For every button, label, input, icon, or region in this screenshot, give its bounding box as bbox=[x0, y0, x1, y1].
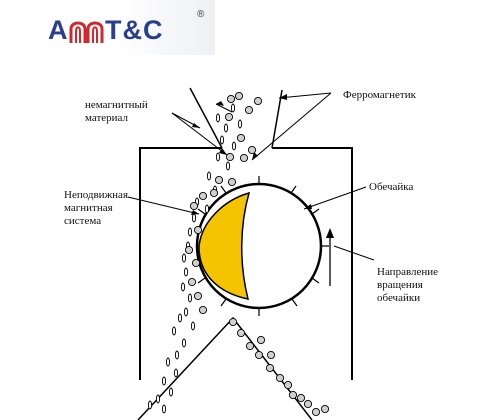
ferromagnetic-particle bbox=[226, 94, 236, 104]
logo-text-left: A bbox=[48, 15, 69, 45]
ferromagnetic-particles bbox=[184, 91, 330, 417]
nonmagnetic-particle bbox=[173, 368, 179, 378]
ferromagnetic-particle bbox=[209, 188, 219, 198]
ferromagnetic-particle bbox=[275, 373, 285, 383]
ferromagnetic-particle bbox=[253, 96, 263, 106]
ferromagnetic-particle bbox=[227, 177, 237, 187]
ferromagnetic-particle bbox=[244, 105, 254, 115]
nonmagnetic-particle bbox=[171, 326, 177, 336]
nonmagnetic-particle bbox=[181, 253, 187, 263]
nonmagnetic-particle bbox=[204, 204, 210, 214]
nonmagnetic-particle bbox=[231, 141, 237, 151]
nonmagnetic-particle bbox=[206, 171, 212, 181]
label-line: обечайки bbox=[377, 292, 421, 304]
hopper-left-wall bbox=[189, 87, 223, 149]
nonmagnetic-particle bbox=[191, 213, 197, 223]
ferromagnetic-particle bbox=[254, 350, 264, 360]
ferromagnetic-particle bbox=[184, 245, 194, 255]
ferromagnetic-particle bbox=[303, 399, 313, 409]
nonmagnetic-particle bbox=[215, 152, 221, 162]
nonmagnetic-particle bbox=[190, 321, 196, 331]
label-line: вращения bbox=[377, 279, 423, 291]
label-line: немагнитный bbox=[85, 99, 148, 111]
ferromagnetic-particle bbox=[283, 380, 293, 390]
label-ferromagnetic: Ферромагнетик bbox=[343, 89, 416, 101]
ferromagnetic-particle bbox=[247, 145, 257, 155]
ferromagnetic-particle bbox=[239, 153, 249, 163]
nonmagnetic-particle bbox=[155, 394, 161, 404]
label-nonmagnetic-material: немагнитный материал bbox=[85, 99, 148, 125]
ferromagnetic-particle bbox=[296, 393, 306, 403]
ferromagnetic-particle bbox=[189, 201, 199, 211]
ferromagnetic-particle bbox=[256, 335, 266, 345]
nonmagnetic-particles bbox=[147, 103, 243, 414]
logo-text-right: T&C bbox=[105, 15, 164, 45]
label-rotation-direction: Направление вращения обечайки bbox=[377, 266, 438, 305]
ferromagnetic-particle bbox=[288, 390, 298, 400]
label-magnetic-system: Неподвижная магнитная система bbox=[64, 189, 128, 228]
ferromagnetic-particle bbox=[187, 277, 197, 287]
ferromagnetic-particle bbox=[245, 341, 255, 351]
magnet-m-icon bbox=[69, 21, 104, 43]
nonmagnetic-particle bbox=[187, 293, 193, 303]
ferromagnetic-particle bbox=[193, 225, 203, 235]
ferromagnetic-particle bbox=[228, 317, 238, 327]
ferromagnetic-particle bbox=[265, 363, 275, 373]
label-line: материал bbox=[85, 112, 129, 124]
ferromagnetic-particle bbox=[198, 191, 208, 201]
nonmagnetic-particle bbox=[161, 376, 167, 386]
logo-band bbox=[0, 0, 215, 55]
magnetic-system bbox=[198, 191, 251, 300]
nonmagnetic-particle bbox=[183, 267, 189, 277]
nonmagnetic-particle bbox=[230, 103, 236, 113]
ferromagnetic-particle bbox=[311, 407, 321, 417]
registered-mark: ® bbox=[197, 9, 205, 20]
nonmagnetic-particle bbox=[181, 338, 187, 348]
ferromagnetic-particle bbox=[225, 152, 235, 162]
ferromagnetic-particle bbox=[320, 404, 330, 414]
nonmagnetic-particle bbox=[168, 387, 174, 397]
ferromagnetic-particle bbox=[191, 258, 201, 268]
label-line: система bbox=[64, 215, 102, 227]
leader-arrows bbox=[127, 92, 375, 261]
shell-ribs bbox=[197, 176, 329, 316]
ferromagnetic-particle bbox=[236, 328, 246, 338]
ferromagnetic-particle bbox=[198, 305, 208, 315]
nonmagnetic-particle bbox=[161, 404, 167, 414]
nonmagnetic-particle bbox=[147, 400, 153, 410]
label-line: магнитная bbox=[64, 202, 113, 214]
housing-outline bbox=[139, 147, 353, 380]
nonmagnetic-particle bbox=[183, 307, 189, 317]
ferromagnetic-particle bbox=[224, 112, 234, 122]
ferromagnetic-particle bbox=[236, 133, 246, 143]
nonmagnetic-particle bbox=[177, 313, 183, 323]
label-line: Неподвижная bbox=[64, 189, 129, 201]
leader-arrowheads bbox=[191, 94, 312, 215]
label-line: Направление bbox=[377, 266, 439, 278]
nonmagnetic-particle bbox=[219, 135, 225, 145]
ferromagnetic-particle bbox=[193, 291, 203, 301]
ferromagnetic-particle bbox=[266, 350, 276, 360]
rotation-arrowhead bbox=[326, 228, 334, 238]
nonmagnetic-particle bbox=[174, 350, 180, 360]
label-shell: Обечайка bbox=[369, 181, 414, 193]
ferromagnetic-particle bbox=[214, 175, 224, 185]
ferromagnetic-particle bbox=[234, 91, 244, 101]
nonmagnetic-particle bbox=[225, 161, 231, 171]
nonmagnetic-particle bbox=[237, 119, 243, 129]
nonmagnetic-particle bbox=[187, 227, 193, 237]
nonmagnetic-particle bbox=[165, 357, 171, 367]
nonmagnetic-particle bbox=[180, 282, 186, 292]
nonmagnetic-particle bbox=[215, 113, 221, 123]
nonmagnetic-particle bbox=[223, 123, 229, 133]
